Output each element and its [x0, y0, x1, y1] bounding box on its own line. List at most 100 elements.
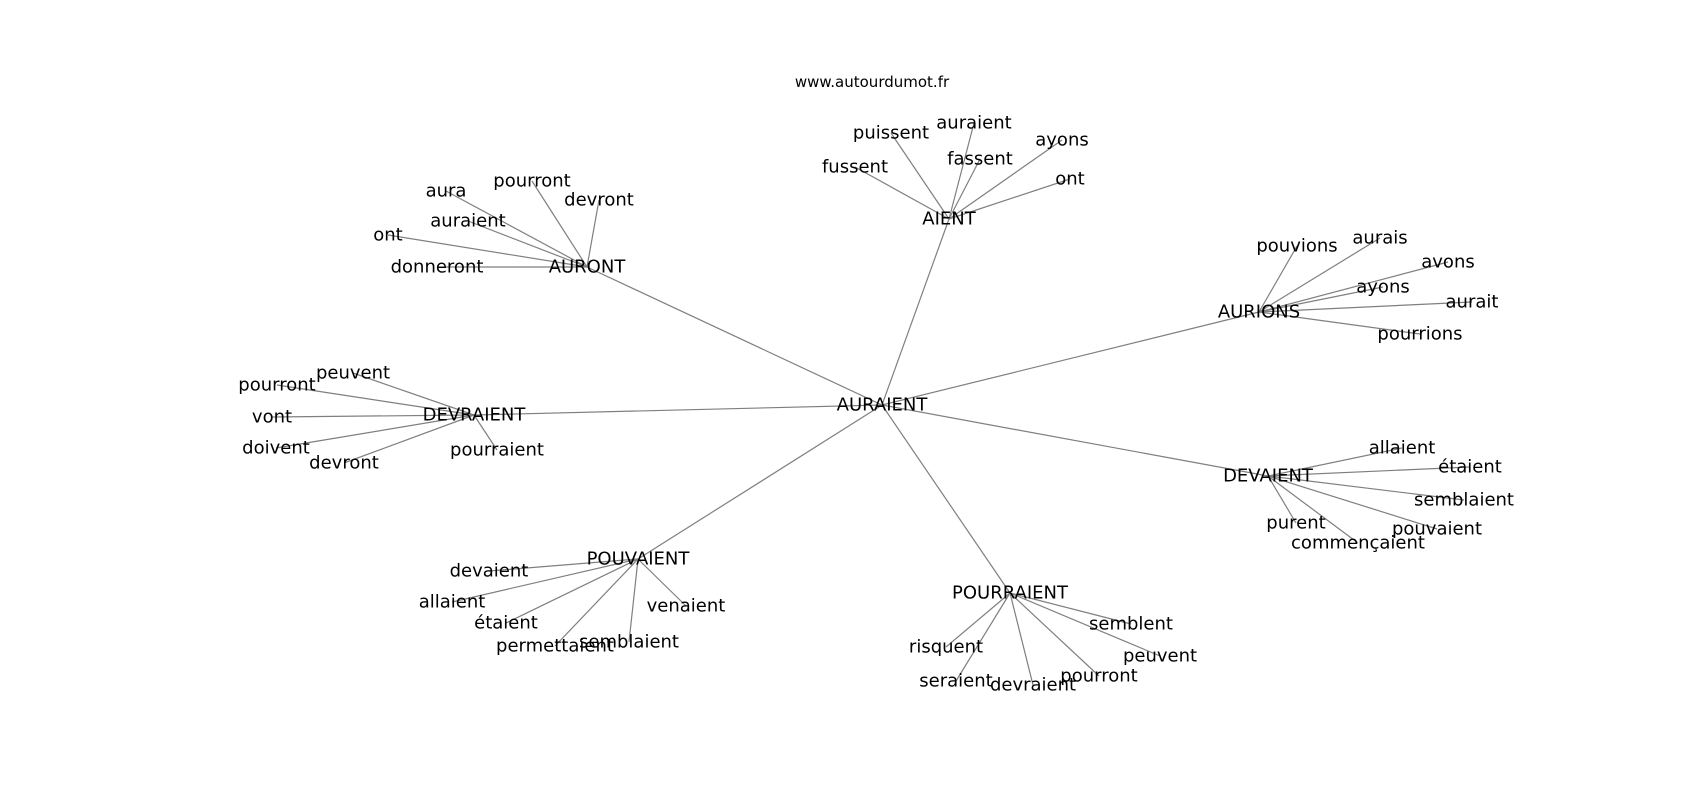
site-credit: www.autourdumot.fr — [795, 73, 950, 91]
edge-aurions-ayons — [1258, 286, 1384, 313]
edge-aient-ayons — [948, 139, 1063, 220]
hub-node-auront: AURONT — [549, 257, 627, 278]
edge-aurions-pourrions — [1258, 311, 1421, 335]
edge-aient-puissent — [890, 132, 950, 220]
hub-node-devaient: DEVAIENT — [1223, 466, 1314, 487]
leaf-node-pouvaient-devaient: devaient — [450, 561, 529, 582]
leaf-node-aurions-aurais: aurais — [1352, 228, 1407, 249]
edge-auront-devront — [586, 199, 600, 268]
edge-devraient-pourront — [276, 384, 475, 416]
leaf-node-auront-ont: ont — [373, 225, 402, 246]
edge-aurions-pouvions — [1258, 245, 1298, 313]
edge-pourraient-seraient — [955, 592, 1011, 682]
leaf-node-devaient-pouvaient: pouvaient — [1392, 519, 1482, 540]
edge-aient-fussent — [854, 166, 950, 220]
edges-layer — [271, 122, 1473, 686]
leaf-node-pouvaient-etaient: étaient — [474, 613, 538, 634]
leaf-node-pourraient-semblent: semblent — [1089, 614, 1173, 635]
edge-center-auront — [586, 266, 883, 406]
leaf-node-aient-auraient: auraient — [936, 113, 1011, 134]
leaf-node-aient-puissent: puissent — [853, 123, 929, 144]
edge-devraient-vont — [271, 414, 475, 418]
edge-devaient-purent — [1267, 475, 1297, 524]
edge-aurions-aurait — [1258, 301, 1473, 313]
edge-devaient-commencaient — [1267, 475, 1359, 544]
leaf-node-aurions-aurait: aurait — [1446, 292, 1499, 313]
edge-devraient-devront — [343, 414, 475, 464]
leaf-node-pourraient-peuvent: peuvent — [1123, 646, 1197, 667]
leaf-node-pourraient-devraient: devraient — [990, 675, 1076, 696]
edge-devraient-peuvent — [352, 372, 475, 416]
leaf-node-devaient-allaient: allaient — [1369, 438, 1436, 459]
edge-pouvaient-allaient — [451, 558, 639, 603]
edge-center-devraient — [473, 404, 883, 416]
edge-center-pouvaient — [637, 404, 883, 560]
edge-center-aurions — [881, 311, 1260, 406]
hub-node-aurions: AURIONS — [1218, 302, 1300, 323]
edge-pourraient-risquent — [945, 592, 1011, 648]
hub-node-pouvaient: POUVAIENT — [587, 549, 691, 570]
leaf-node-auront-donneront: donneront — [391, 257, 484, 278]
hub-node-devraient: DEVRAIENT — [423, 405, 527, 426]
edge-aient-auraient — [948, 122, 975, 220]
edge-pouvaient-permettaient — [554, 558, 639, 647]
leaf-node-aurions-pourrions: pourrions — [1377, 324, 1462, 345]
leaf-node-devaient-commencaient: commençaient — [1291, 533, 1425, 554]
edge-pouvaient-devaient — [488, 558, 639, 572]
leaf-node-aient-ayons: ayons — [1035, 130, 1088, 151]
edge-pourraient-semblent — [1009, 592, 1132, 625]
edge-pourraient-peuvent — [1009, 592, 1161, 657]
edge-center-pourraient — [881, 404, 1011, 594]
leaf-node-pouvaient-semblaient: semblaient — [579, 632, 679, 653]
edge-center-devaient — [881, 404, 1269, 477]
leaf-node-auront-pourront: pourront — [493, 171, 570, 192]
leaf-node-pourraient-seraient: seraient — [919, 671, 992, 692]
leaf-node-devaient-semblaient: semblaient — [1414, 490, 1514, 511]
edge-pouvaient-semblaient — [628, 558, 639, 643]
labels-layer: www.autourdumot.fr AURAIENT AIENT puissen… — [238, 73, 1514, 696]
leaf-node-auront-devront: devront — [564, 190, 634, 211]
edge-devaient-etaient — [1267, 466, 1471, 477]
hub-node-pourraient: POURRAIENT — [952, 583, 1069, 604]
edge-auront-auraient — [467, 220, 588, 268]
leaf-node-aurions-avons: avons — [1421, 252, 1474, 273]
leaf-node-aient-fussent: fussent — [822, 157, 888, 178]
leaf-node-auront-aura: aura — [426, 181, 467, 202]
edge-aient-fassent — [948, 158, 981, 220]
edge-devraient-doivent — [275, 414, 475, 449]
leaf-node-devraient-devront: devront — [309, 453, 379, 474]
edge-pouvaient-etaient — [505, 558, 639, 624]
leaf-node-devaient-purent: purent — [1266, 513, 1325, 534]
edge-auront-ont — [387, 234, 588, 268]
leaf-node-aurions-pouvions: pouvions — [1256, 236, 1337, 257]
leaf-node-devraient-pourront: pourront — [238, 375, 315, 396]
leaf-node-devraient-doivent: doivent — [242, 438, 310, 459]
edge-pourraient-devraient — [1009, 592, 1034, 686]
leaf-node-pourraient-pourront: pourront — [1060, 666, 1137, 687]
edge-auront-pourront — [531, 180, 588, 268]
edge-devraient-pourraient — [473, 414, 498, 451]
leaf-node-auront-auraient: auraient — [430, 211, 505, 232]
edge-auront-aura — [445, 190, 588, 268]
leaf-node-pouvaient-allaient: allaient — [419, 592, 486, 613]
edge-aurions-avons — [1258, 261, 1449, 313]
edge-center-aient — [881, 218, 950, 406]
leaf-node-pourraient-risquent: risquent — [909, 637, 983, 658]
leaf-node-aurions-ayons: ayons — [1356, 277, 1409, 298]
leaf-node-devraient-vont: vont — [252, 407, 292, 428]
edge-devaient-semblaient — [1267, 475, 1465, 501]
leaf-node-pouvaient-venaient: venaient — [647, 596, 726, 617]
edge-devaient-allaient — [1267, 447, 1403, 477]
edge-pourraient-pourront — [1009, 592, 1100, 677]
edge-aient-ont — [948, 178, 1071, 220]
edge-aurions-aurais — [1258, 237, 1381, 313]
leaf-node-devaient-etaient: étaient — [1438, 457, 1502, 478]
center-node: AURAIENT — [837, 395, 929, 416]
leaf-node-aient-fassent: fassent — [947, 149, 1013, 170]
edge-devaient-pouvaient — [1267, 475, 1438, 530]
edge-pouvaient-venaient — [637, 558, 687, 607]
leaf-node-devraient-peuvent: peuvent — [316, 363, 390, 384]
leaf-node-pouvaient-permettaient: permettaient — [496, 636, 614, 657]
hub-node-aient: AIENT — [922, 209, 976, 230]
